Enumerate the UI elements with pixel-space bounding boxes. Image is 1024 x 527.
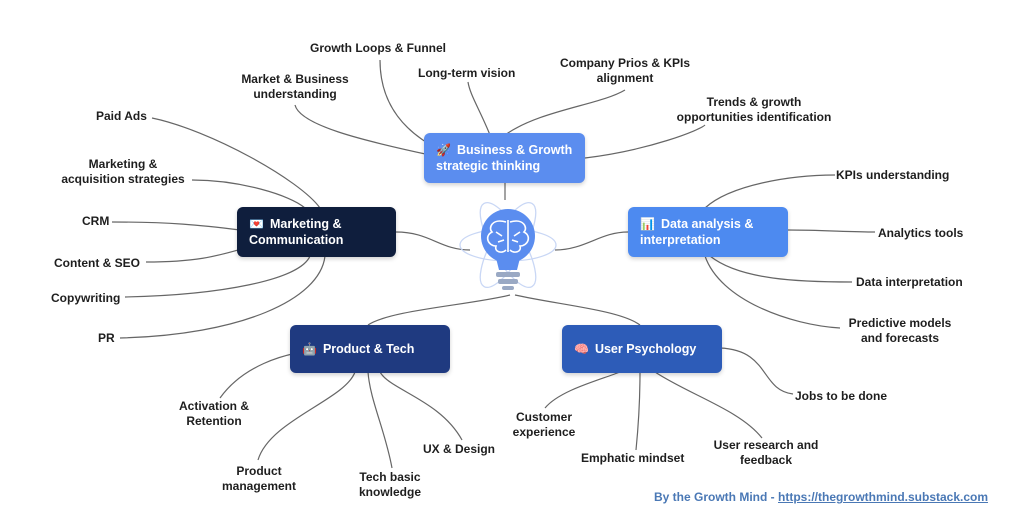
- link-marketing-acq: [191, 179, 306, 209]
- leaf-ux-design: UX & Design: [423, 442, 496, 456]
- link-kpis: [704, 174, 836, 209]
- bar-chart-icon: 📊: [640, 217, 655, 231]
- leaf-content-seo: Content & SEO: [54, 256, 140, 270]
- hub-business-growth: 🚀Business & Growth strategic thinking: [424, 133, 585, 183]
- leaf-data-interp: Data interpretation: [856, 275, 963, 289]
- link-product-mgmt: [257, 371, 356, 461]
- lightbulb-brain-icon: [459, 202, 557, 290]
- link-data-interp: [709, 255, 853, 283]
- leaf-emphatic: Emphatic mindset: [581, 451, 685, 465]
- substack-link[interactable]: https://thegrowthmind.substack.com: [778, 490, 989, 504]
- link-emphatic: [635, 371, 641, 451]
- leaf-paid-ads: Paid Ads: [96, 109, 147, 123]
- leaf-kpis: KPIs understanding: [836, 168, 950, 182]
- link-center-psych: [514, 294, 641, 326]
- leaf-long-term-vision: Long-term vision: [418, 66, 516, 80]
- link-pr: [119, 255, 326, 339]
- link-trends: [584, 124, 706, 159]
- leaf-copywriting: Copywriting: [51, 291, 121, 305]
- link-long-term-vision: [467, 81, 491, 136]
- leaf-marketing-acq: Marketing &acquisition strategies: [61, 157, 185, 186]
- rocket-icon: 🚀: [436, 143, 451, 157]
- link-paid-ads: [151, 117, 321, 209]
- link-company-prios: [504, 89, 626, 136]
- link-data-center: [554, 231, 629, 251]
- link-crm: [111, 221, 241, 231]
- leaf-activation: Activation &Retention: [178, 399, 249, 428]
- brain-icon: 🧠: [574, 342, 589, 356]
- hub-product-tech: 🤖Product & Tech: [290, 325, 450, 373]
- link-jobs: [719, 347, 794, 395]
- hub-data-analysis: 📊Data analysis & interpretation: [628, 207, 788, 257]
- hub-user-psychology: 🧠User Psychology: [562, 325, 722, 373]
- leaf-jobs: Jobs to be done: [795, 389, 888, 403]
- robot-icon: 🤖: [302, 342, 317, 356]
- love-letter-icon: 💌: [249, 217, 264, 231]
- leaf-pr: PR: [98, 331, 115, 345]
- link-predictive: [704, 255, 841, 329]
- hub-marketing-communication: 💌Marketing & Communication: [237, 207, 396, 257]
- link-ux: [379, 371, 463, 441]
- leaf-crm: CRM: [82, 214, 110, 228]
- footer-credit: By the Growth Mind - https://thegrowthmi…: [654, 490, 989, 504]
- link-tech-basic: [367, 371, 393, 469]
- leaf-growth-loops: Growth Loops & Funnel: [310, 41, 446, 55]
- link-customer-exp: [544, 371, 621, 409]
- link-marketing-center: [395, 231, 471, 251]
- leaf-analytics-tools: Analytics tools: [878, 226, 964, 240]
- link-market-business: [294, 104, 431, 156]
- link-analytics: [787, 229, 876, 233]
- link-content-seo: [145, 247, 246, 263]
- link-user-research: [654, 371, 763, 439]
- link-copywriting: [124, 255, 311, 298]
- link-center-product: [367, 294, 511, 326]
